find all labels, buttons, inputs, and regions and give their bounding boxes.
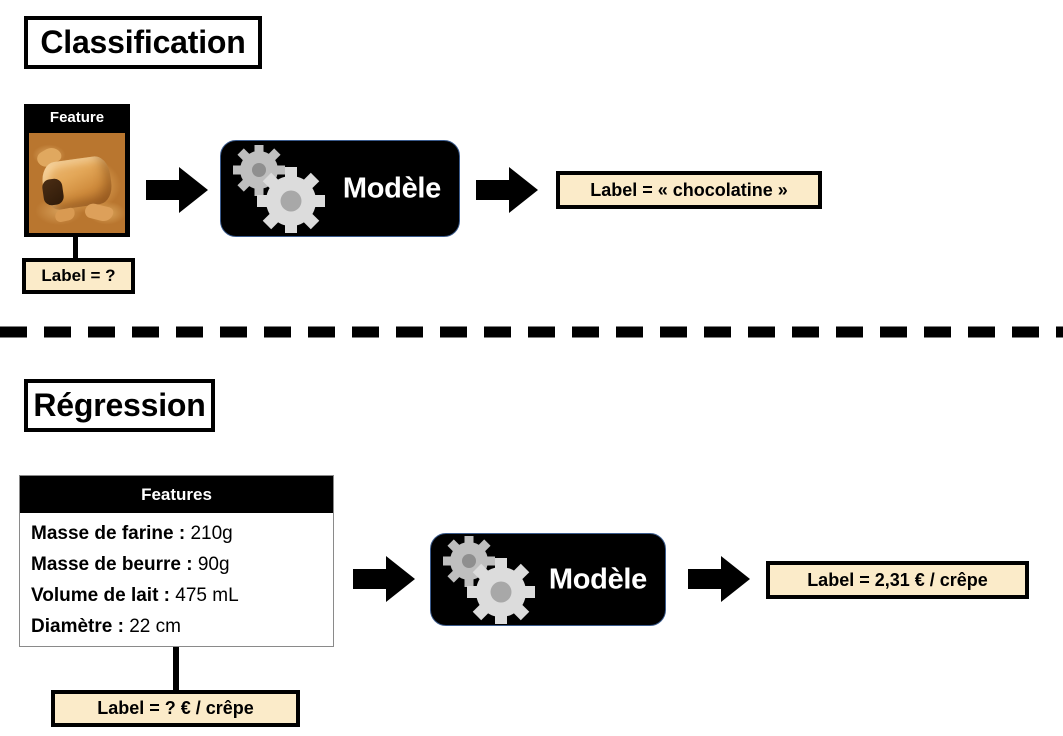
classification-model-box: Modèle	[220, 140, 460, 237]
classification-label-connector	[73, 237, 78, 259]
classification-model-label: Modèle	[342, 172, 441, 204]
feature-key: Masse de farine :	[31, 523, 186, 544]
pastry-chocolate	[41, 177, 65, 207]
arrow-right-icon	[146, 167, 208, 213]
regression-model-label: Modèle	[548, 563, 647, 595]
gear-hub	[252, 162, 266, 177]
feature-value: 210g	[190, 523, 233, 544]
classification-output-label: Label = « chocolatine »	[556, 171, 822, 209]
classification-input-label: Label = ?	[22, 258, 135, 294]
table-row: Diamètre : 22 cm	[31, 611, 333, 642]
chocolatine-photo	[29, 133, 125, 233]
regression-input-label: Label = ? € / crêpe	[51, 690, 300, 727]
table-row: Volume de lait : 475 mL	[31, 580, 333, 611]
feature-key: Masse de beurre :	[31, 554, 193, 575]
regression-model-box: Modèle	[430, 533, 666, 626]
arrow-right-icon	[476, 167, 538, 213]
dashed-divider	[0, 326, 1063, 338]
feature-value: 475 mL	[175, 585, 239, 606]
features-table: Features Masse de farine : 210g Masse de…	[19, 475, 334, 647]
gear-icon	[443, 535, 535, 624]
table-row: Masse de farine : 210g	[31, 518, 333, 549]
features-table-body: Masse de farine : 210g Masse de beurre :…	[20, 513, 333, 642]
feature-key: Volume de lait :	[31, 585, 171, 606]
regression-label-connector	[173, 647, 179, 691]
gear-hub	[462, 553, 476, 568]
regression-section-title: Régression	[24, 379, 215, 432]
feature-key: Diamètre :	[31, 616, 124, 637]
features-table-header: Features	[20, 476, 333, 513]
gear-hub	[280, 190, 302, 211]
feature-value: 90g	[197, 554, 230, 575]
classification-section-title: Classification	[24, 16, 262, 69]
table-row: Masse de beurre : 90g	[31, 549, 333, 580]
pastry-flake	[83, 201, 115, 224]
feature-card-header: Feature	[24, 104, 130, 131]
gear-hub	[490, 581, 512, 602]
regression-output-label: Label = 2,31 € / crêpe	[766, 561, 1029, 599]
arrow-right-icon	[688, 556, 750, 602]
arrow-right-icon	[353, 556, 415, 602]
gear-icon	[233, 144, 325, 233]
feature-value: 22 cm	[129, 616, 181, 637]
feature-image-card: Feature	[24, 104, 130, 237]
